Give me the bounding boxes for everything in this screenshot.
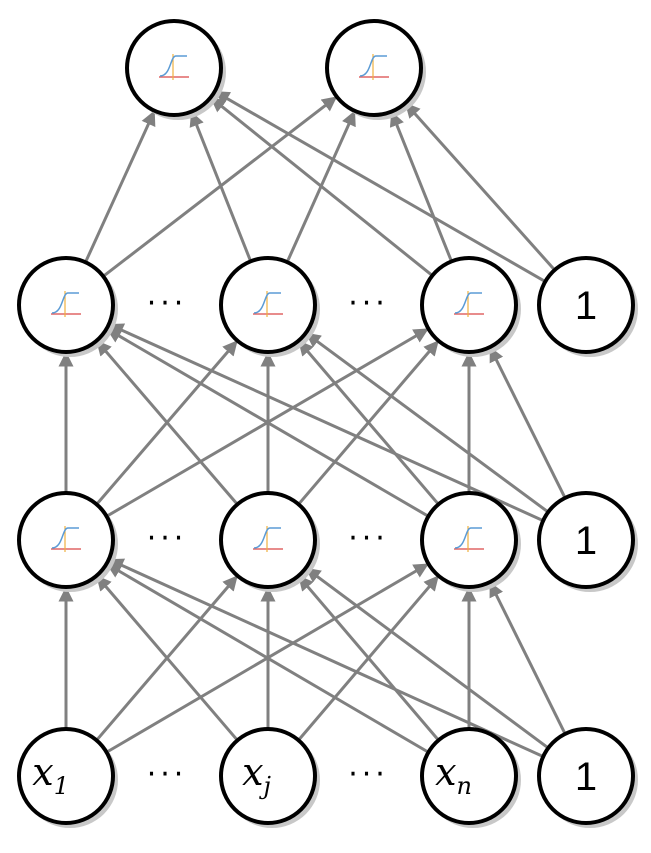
input-label-0: x1	[32, 750, 69, 800]
edge-input-1-to-h1-0	[96, 575, 240, 743]
ellipsis-0-0: ···	[147, 286, 188, 321]
bias-neuron-0-label: 1	[575, 755, 597, 799]
bias-neuron-0: 1	[537, 727, 638, 828]
labels-group: ··· ··· ··· ··· ··· ···	[147, 286, 389, 792]
nodes-group: x1 xj xn 1 1 1	[17, 19, 638, 828]
hidden1-neuron-0	[17, 491, 118, 592]
edge-bias1-to-h2-1	[305, 332, 551, 515]
bias-neuron-1-label: 1	[575, 519, 597, 563]
hidden2-neuron-0	[17, 256, 118, 357]
sigmoid-icon	[253, 291, 283, 317]
ellipsis-1-1: ···	[348, 521, 389, 556]
sigmoid-icon	[51, 526, 81, 552]
edge-h2-0-to-out-0	[83, 110, 156, 265]
edge-bias2-to-out-0	[214, 90, 548, 284]
ellipsis-0-1: ···	[348, 286, 389, 321]
input-neuron-2: xn	[420, 727, 521, 828]
edge-bias0-to-h1-2	[488, 581, 568, 737]
edge-bias2-to-out-1	[404, 102, 558, 273]
edge-h1-2-to-h2-1	[298, 340, 441, 507]
sigmoid-icon	[159, 54, 189, 80]
hidden1-neuron-2	[420, 491, 521, 592]
ellipsis-2-1: ···	[348, 757, 389, 792]
input-label-1: xj	[242, 750, 271, 800]
ellipsis-1-0: ···	[147, 521, 188, 556]
edge-bias1-to-h2-0	[108, 323, 546, 523]
edge-input-2-to-h1-0	[106, 562, 431, 755]
edge-h2-0-to-out-1	[100, 96, 338, 279]
output-neuron-0	[125, 19, 226, 120]
output-neuron-1	[325, 19, 426, 120]
sigmoid-icon	[253, 526, 283, 552]
edge-h2-1-to-out-1	[285, 110, 356, 265]
hidden2-neuron-1	[219, 256, 320, 357]
hidden1-neuron-1	[219, 491, 320, 592]
input-neuron-1: xj	[219, 727, 320, 828]
edge-input-2-to-h1-1	[297, 575, 441, 743]
bias-neuron-2-label: 1	[575, 284, 597, 328]
edge-h2-2-to-out-1	[389, 111, 454, 264]
edge-bias0-to-h1-1	[305, 567, 551, 751]
edge-bias0-to-h1-0	[108, 558, 546, 759]
edge-bias1-to-h2-2	[489, 346, 568, 501]
sigmoid-icon	[454, 291, 484, 317]
edge-h1-2-to-h2-0	[106, 327, 431, 519]
edge-h2-2-to-out-0	[210, 96, 435, 278]
bias-neuron-2: 1	[537, 256, 638, 357]
input-neuron-0: x1	[17, 727, 118, 828]
sigmoid-icon	[359, 54, 389, 80]
input-label-2: xn	[435, 750, 472, 800]
edge-h1-1-to-h2-0	[96, 340, 240, 507]
edge-h2-1-to-out-0	[189, 111, 253, 264]
edges-group	[58, 90, 568, 759]
bias-neuron-1: 1	[537, 491, 638, 592]
ellipsis-2-0: ···	[147, 757, 188, 792]
hidden2-neuron-2	[420, 256, 521, 357]
sigmoid-icon	[51, 291, 81, 317]
sigmoid-icon	[454, 526, 484, 552]
